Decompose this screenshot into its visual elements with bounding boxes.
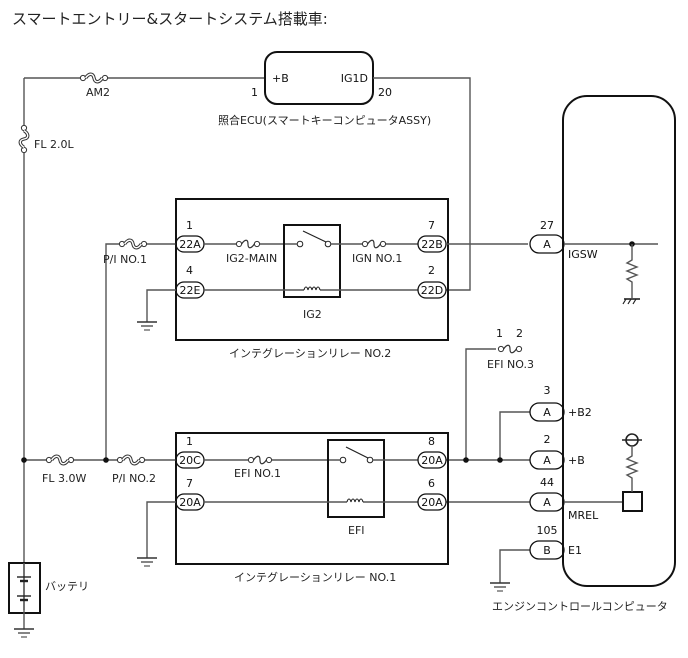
fuse-efi3-icon — [497, 344, 523, 354]
wire-b2 — [499, 411, 530, 460]
ecu-terminal-b-name: +B — [568, 454, 585, 467]
connector-22b-pin: 7 — [428, 219, 435, 232]
wire-pi1-branch — [105, 243, 176, 460]
resistor-mrel-icon — [625, 447, 639, 492]
ecu-terminal-mrel-pin: 44 — [540, 476, 554, 489]
fuse-efi1-icon — [247, 455, 273, 465]
fuse-am2-icon — [78, 72, 110, 84]
ecu-terminal-e1 — [529, 540, 565, 560]
connector-20a-pin7-id: 20A — [179, 496, 201, 509]
fuse-efi1-label: EFI NO.1 — [234, 467, 281, 480]
ecu-terminal-b-pin: 2 — [544, 433, 551, 446]
connector-22d — [417, 281, 447, 299]
fuse-pi1-label: P/I NO.1 — [103, 253, 147, 266]
power-source-icon — [622, 433, 642, 447]
fuse-fl20l-label: FL 2.0L — [34, 138, 74, 151]
ecu-terminal-mrel-name: MREL — [568, 509, 599, 522]
ecu-terminal-b-conn: A — [543, 454, 551, 467]
key-ecu-pin-b-num: 1 — [251, 86, 258, 99]
ecu-terminal-igsw-conn: A — [543, 238, 551, 251]
fuse-pi2-label: P/I NO.2 — [112, 472, 156, 485]
battery-icon — [17, 563, 31, 613]
engine-ecu-label: エンジンコントロールコンピュータ — [492, 600, 668, 613]
ground-22e-icon — [136, 321, 158, 331]
key-ecu-pin-ig1d-num: 20 — [378, 86, 392, 99]
relay1-box — [175, 432, 449, 565]
connector-22a-pin: 1 — [186, 219, 193, 232]
junction-pi — [103, 457, 109, 463]
key-ecu-pin-ig1d: IG1D — [341, 72, 368, 85]
fuse-pi2-icon — [115, 454, 147, 466]
relay-efi-name: EFI — [348, 524, 365, 537]
ecu-terminal-igsw-name: IGSW — [568, 248, 598, 261]
relay-efi-coil-icon — [204, 498, 418, 503]
fuse-efi3-pin2: 2 — [516, 327, 523, 340]
relay-ig2-switch-icon — [286, 230, 340, 248]
connector-20a-pin7-pin: 7 — [186, 477, 193, 490]
fuse-efi3-pin1: 1 — [496, 327, 503, 340]
junction-battery — [21, 457, 27, 463]
connector-20a-pin8-pin: 8 — [428, 435, 435, 448]
diagram-title: スマートエントリー&スタートシステム搭載車: — [12, 10, 328, 28]
chassis-ground-igsw-icon — [622, 298, 640, 305]
connector-20c-pin: 1 — [186, 435, 193, 448]
mrel-driver-icon — [622, 491, 643, 512]
relay1-label: インテグレーションリレー NO.1 — [234, 570, 396, 584]
fuse-ign1-label: IGN NO.1 — [352, 252, 402, 265]
key-ecu-pin-b: +B — [272, 72, 289, 85]
ecu-terminal-b2-name: +B2 — [568, 406, 592, 419]
junction-b2 — [497, 457, 503, 463]
ecu-terminal-b — [529, 450, 565, 470]
ecu-terminal-e1-name: E1 — [568, 544, 582, 557]
engine-ecu-box — [562, 95, 676, 587]
ground-battery-icon — [13, 628, 35, 638]
wire-22e-ground — [146, 289, 176, 322]
fuse-pi1-icon — [117, 238, 149, 250]
junction-efi3 — [463, 457, 469, 463]
relay-efi-switch-icon — [330, 446, 384, 464]
wire-e1 — [499, 549, 530, 583]
connector-20a-pin8 — [417, 451, 447, 469]
resistor-igsw-icon — [625, 244, 639, 298]
ecu-terminal-mrel-conn: A — [543, 496, 551, 509]
ground-e1-icon — [489, 582, 511, 592]
wire-20a-ground — [146, 501, 176, 558]
fuse-fl30w-icon — [44, 454, 76, 466]
connector-22e-id: 22E — [180, 284, 201, 297]
ground-20a-icon — [136, 557, 158, 567]
relay2-label: インテグレーションリレー NO.2 — [229, 346, 391, 360]
fuse-ig2main-icon — [235, 239, 261, 249]
relay2-box — [175, 198, 449, 341]
fuse-ign1-icon — [361, 239, 387, 249]
key-ecu-label: 照合ECU(スマートキーコンピュータASSY) — [218, 113, 431, 127]
connector-22b-id: 22B — [421, 238, 443, 251]
relay-ig2-name: IG2 — [303, 308, 322, 321]
relay-ig2-box — [283, 224, 341, 298]
battery-label: バッテリ — [45, 580, 89, 593]
relay-ig2-coil-icon — [204, 286, 418, 291]
fuse-fl30w-label: FL 3.0W — [42, 472, 86, 485]
connector-22d-pin: 2 — [428, 264, 435, 277]
ecu-terminal-b2-pin: 3 — [544, 384, 551, 397]
ecu-terminal-b2 — [529, 402, 565, 422]
connector-20a-pin6-pin: 6 — [428, 477, 435, 490]
connector-20a-pin6-id: 20A — [421, 496, 443, 509]
connector-20a-pin8-id: 20A — [421, 454, 443, 467]
fuse-ig2main-label: IG2-MAIN — [226, 252, 277, 265]
ecu-terminal-e1-conn: B — [543, 544, 551, 557]
connector-22a-id: 22A — [179, 238, 201, 251]
fuse-fl20l-icon — [18, 123, 30, 155]
ecu-terminal-e1-pin: 105 — [537, 524, 558, 537]
connector-22d-id: 22D — [421, 284, 443, 297]
wire-ig1d — [373, 77, 471, 291]
connector-20c-id: 20C — [179, 454, 201, 467]
connector-20a-pin6 — [417, 493, 447, 511]
fuse-am2-label: AM2 — [86, 86, 110, 99]
ecu-terminal-igsw-pin: 27 — [540, 219, 554, 232]
fuse-efi3-label: EFI NO.3 — [487, 358, 534, 371]
relay-efi-box — [327, 439, 385, 518]
ecu-terminal-b2-conn: A — [543, 406, 551, 419]
connector-22e-pin: 4 — [186, 264, 193, 277]
